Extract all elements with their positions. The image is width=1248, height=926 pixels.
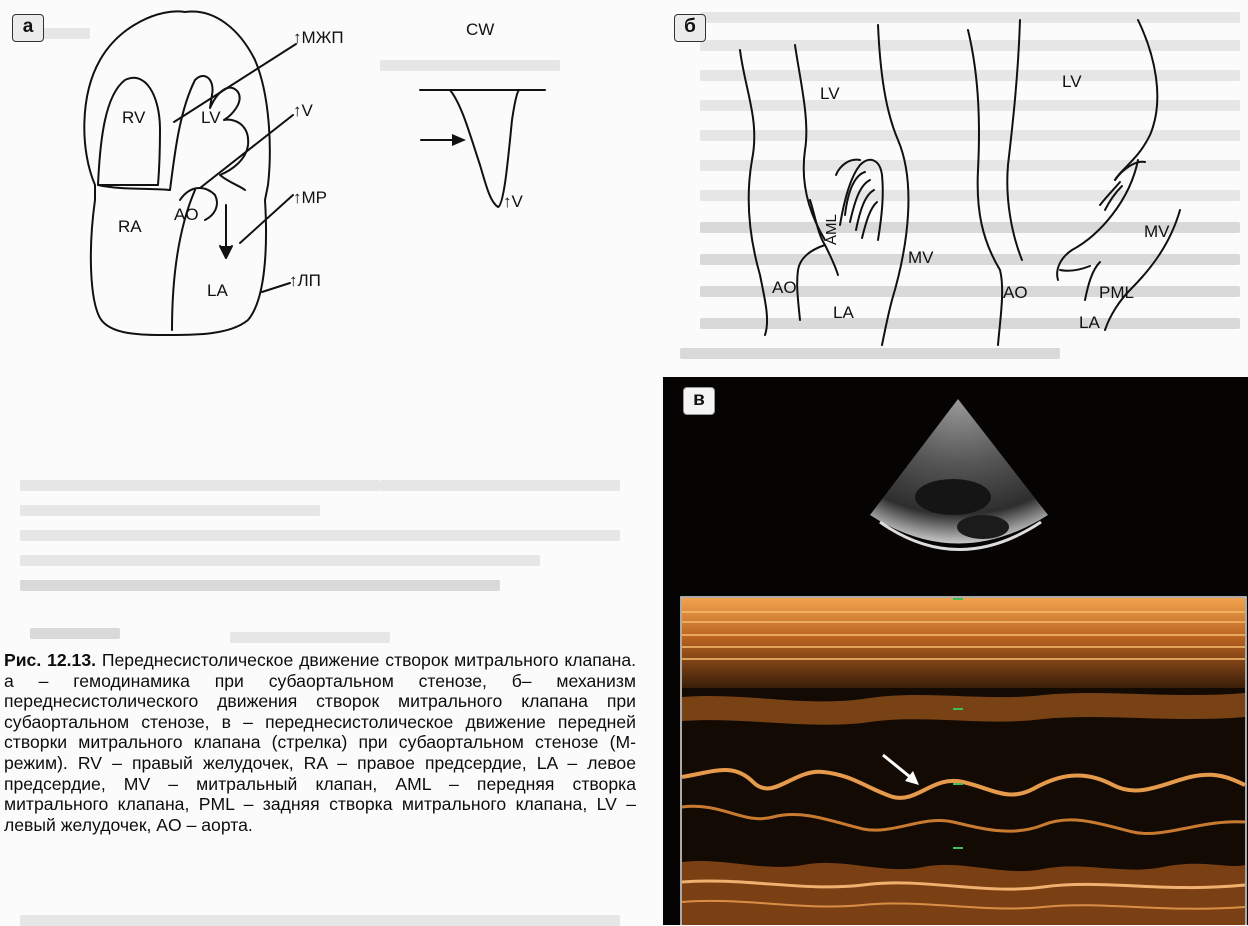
- label-mr: ↑МР: [293, 188, 327, 208]
- panel-c-badge: в: [683, 387, 715, 415]
- panel-b-badge: б: [674, 14, 706, 42]
- caption-text: Переднесистолическое движение створок ми…: [4, 650, 636, 835]
- label-b-la-left: LA: [833, 303, 854, 323]
- label-b-lv-right: LV: [1062, 72, 1082, 92]
- label-rv: RV: [122, 108, 145, 128]
- label-v: ↑V: [293, 101, 313, 121]
- bleed-line: [20, 915, 620, 926]
- figure-number: Рис. 12.13.: [4, 650, 96, 670]
- label-ao: AO: [174, 205, 199, 225]
- label-mzhp: ↑МЖП: [293, 28, 344, 48]
- heart-outline: [84, 11, 269, 335]
- label-ra: RA: [118, 217, 142, 237]
- label-cw-v: ↑V: [503, 192, 523, 212]
- la-cavity-echo: [957, 515, 1009, 539]
- marker-tick: [953, 598, 963, 600]
- panel-a-diagram: [0, 0, 640, 640]
- label-b-mv-left: MV: [908, 248, 934, 268]
- panel-a-hemodynamics: а RV LV: [0, 0, 640, 640]
- figure-caption: Рис. 12.13. Переднесистолическое движени…: [4, 650, 636, 835]
- marker-tick: [953, 708, 963, 710]
- label-b-mv-right: MV: [1144, 222, 1170, 242]
- echo-sector: [870, 399, 1048, 544]
- panel-b-diagram: [660, 0, 1248, 365]
- label-cw: CW: [466, 20, 494, 40]
- cw-arrow-icon: [452, 134, 466, 146]
- marker-tick: [953, 783, 963, 785]
- label-lv: LV: [201, 108, 221, 128]
- echo-image: [663, 377, 1248, 925]
- label-b-ao-left: AO: [772, 278, 797, 298]
- lv-cavity-echo: [915, 479, 991, 515]
- label-b-lv-left: LV: [820, 84, 840, 104]
- label-la: LA: [207, 281, 228, 301]
- label-b-aml: AML: [823, 214, 840, 245]
- label-b-la-right: LA: [1079, 313, 1100, 333]
- label-lp: ↑ЛП: [289, 271, 321, 291]
- label-b-ao-right: AO: [1003, 283, 1028, 303]
- cw-envelope: [450, 90, 519, 207]
- rv-cavity: [98, 78, 160, 185]
- panel-a-badge: а: [12, 14, 44, 42]
- marker-tick: [953, 847, 963, 849]
- lv-cavity: [170, 76, 248, 190]
- panel-c-echocardiogram: в: [663, 377, 1248, 925]
- label-b-pml: PML: [1099, 283, 1134, 303]
- panel-b-mechanism: б LV: [660, 0, 1248, 365]
